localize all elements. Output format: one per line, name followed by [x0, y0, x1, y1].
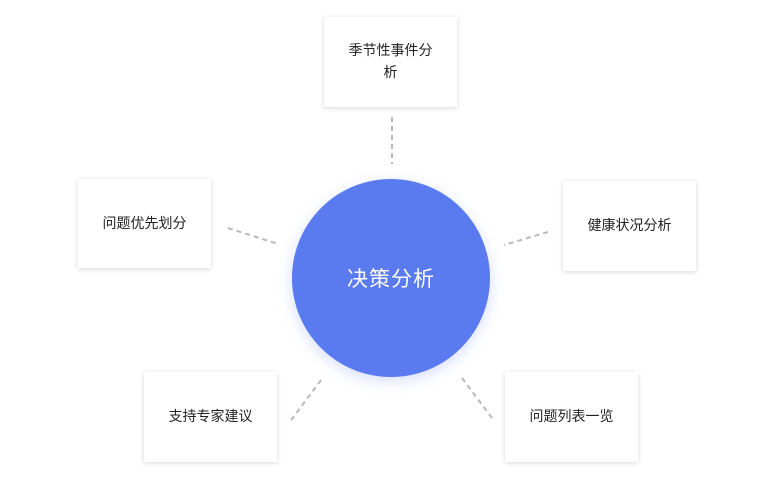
node-label: 问题优先划分	[102, 215, 187, 232]
connector-right	[503, 231, 549, 246]
connector-bottom-left	[288, 379, 322, 424]
node-health-status-analysis[interactable]: 健康状况分析	[563, 181, 696, 271]
node-label: 季节性事件分析	[348, 43, 433, 81]
node-label: 支持专家建议	[168, 409, 253, 425]
node-label: 健康状况分析	[587, 218, 672, 234]
node-seasonal-event-analysis[interactable]: 季节性事件分析	[324, 17, 457, 107]
connector-left	[227, 227, 279, 245]
connector-bottom-right	[461, 377, 493, 419]
decision-analysis-hub[interactable]: 决策分析	[292, 179, 490, 377]
hub-label: 决策分析	[347, 267, 435, 291]
node-issue-prioritization[interactable]: 问题优先划分	[78, 179, 211, 268]
node-issue-list-overview[interactable]: 问题列表一览	[505, 372, 638, 462]
node-label: 问题列表一览	[529, 409, 614, 425]
node-expert-advice-support[interactable]: 支持专家建议	[144, 372, 277, 462]
